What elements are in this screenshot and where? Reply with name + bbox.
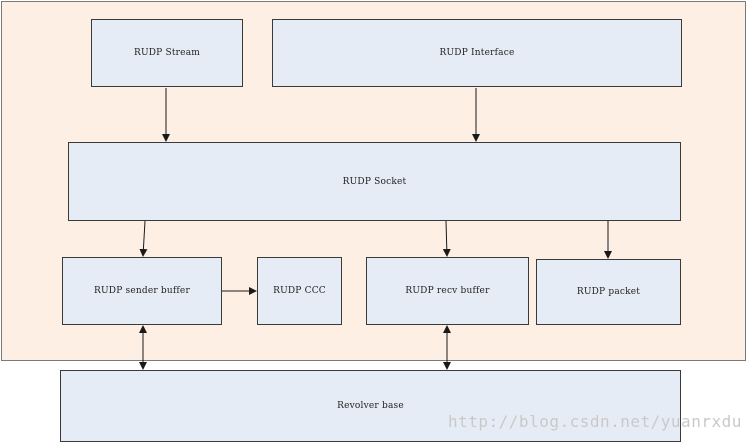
arrow-socket-to-sender-buffer: [139, 220, 148, 257]
rudp-interface-label: RUDP Interface: [439, 48, 515, 58]
revolver-base-box: Revolver base: [60, 370, 681, 442]
rudp-ccc-box: RUDP CCC: [257, 257, 342, 325]
rudp-packet-box: RUDP packet: [536, 259, 681, 325]
arrow-socket-to-recv-buffer: [442, 220, 451, 257]
rudp-sender-buffer-label: RUDP sender buffer: [94, 286, 190, 296]
rudp-socket-box: RUDP Socket: [68, 142, 681, 221]
rudp-stream-label: RUDP Stream: [133, 48, 200, 58]
rudp-recv-buffer-label: RUDP recv buffer: [405, 286, 490, 296]
rudp-packet-label: RUDP packet: [576, 287, 641, 297]
rudp-interface-box: RUDP Interface: [272, 19, 682, 87]
rudp-recv-buffer-box: RUDP recv buffer: [366, 257, 529, 325]
watermark-url: http://blog.csdn.net/yuanrxdu: [448, 412, 742, 431]
rudp-ccc-label: RUDP CCC: [273, 286, 326, 296]
rudp-stream-box: RUDP Stream: [91, 19, 243, 87]
rudp-sender-buffer-box: RUDP sender buffer: [62, 257, 222, 325]
rudp-socket-label: RUDP Socket: [342, 176, 407, 187]
revolver-base-label: Revolver base: [337, 401, 404, 411]
